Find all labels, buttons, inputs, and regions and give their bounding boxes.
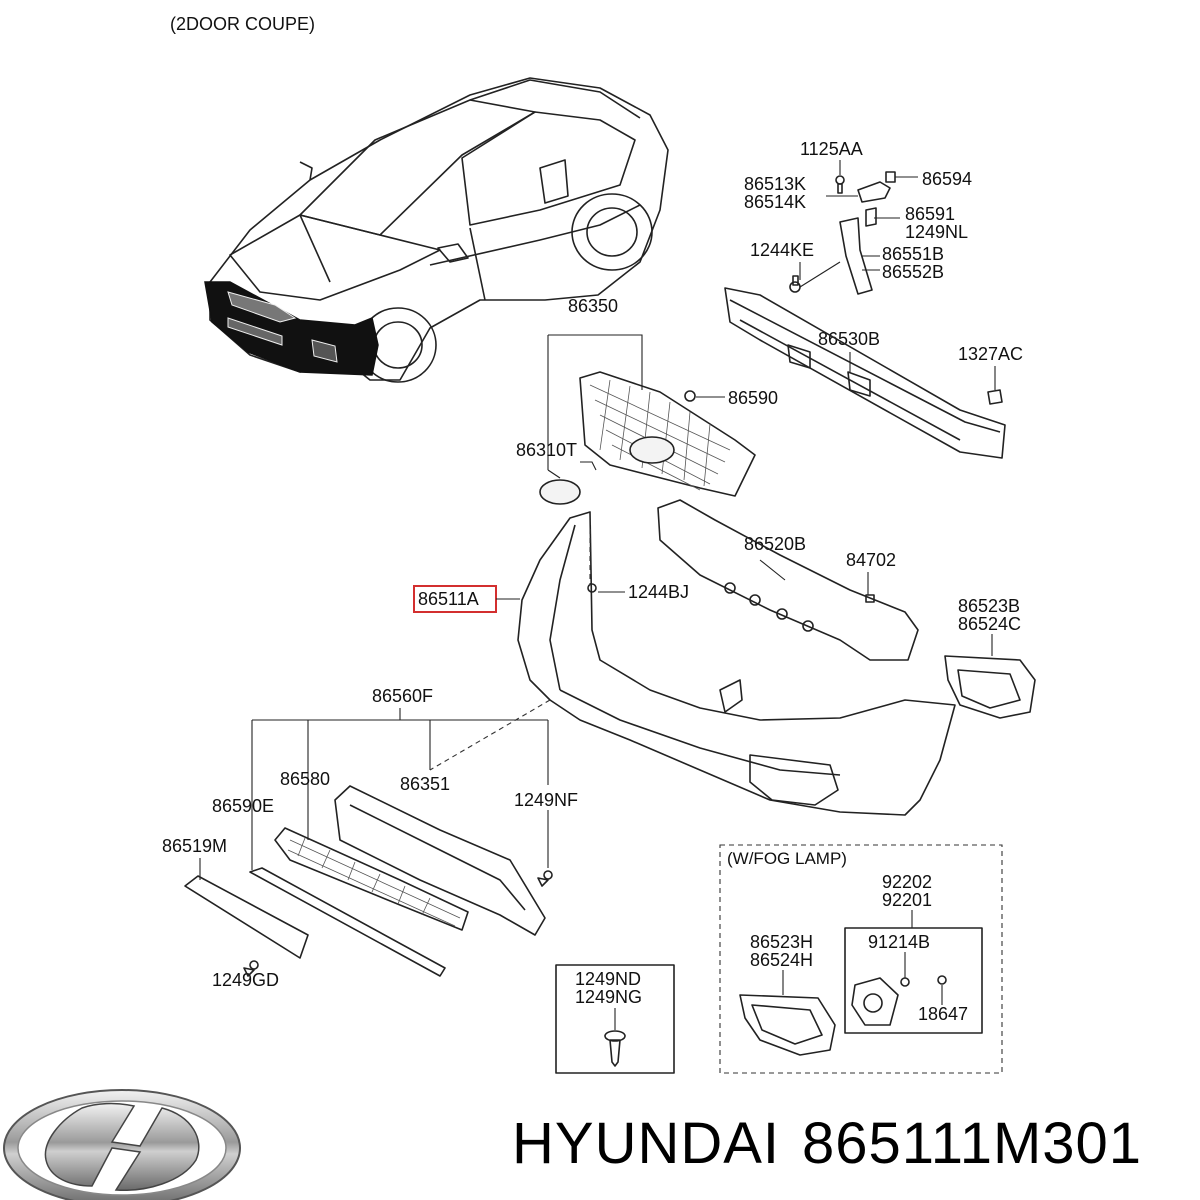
label-86310T: 86310T [516,440,577,460]
label-86351: 86351 [400,774,450,794]
brand-part-number: HYUNDAI 865111M301 [512,1110,1164,1177]
label-86560F: 86560F [372,686,433,706]
label-86552B: 86552B [882,262,944,282]
label-86594: 86594 [922,169,972,189]
energy-absorber: 86520B 84702 [657,499,919,661]
label-1249GD: 1249GD [212,970,279,990]
label-92201: 92201 [882,890,932,910]
label-86523B: 86523B [958,596,1020,616]
car-illustration [204,77,669,383]
label-86590: 86590 [728,388,778,408]
radiator-grille: 86350 86590 86310T [516,296,778,505]
bracket-assembly: 1125AA 86594 86513K 86514K 86591 1249NL … [744,139,972,295]
fog-cover-right: 86523B 86524C [944,596,1036,719]
fog-lamp-box-title: (W/FOG LAMP) [727,849,847,868]
variant-label: (2DOOR COUPE) [170,14,315,34]
label-86590E: 86590E [212,796,274,816]
label-1249ND: 1249ND [575,969,641,989]
label-86591: 86591 [905,204,955,224]
label-1249NL: 1249NL [905,222,968,242]
label-86520B: 86520B [744,534,806,554]
label-1327AC: 1327AC [958,344,1023,364]
lower-grille-set: 86560F 86580 86351 86590E 1249NF 86519M … [162,686,578,990]
label-92202: 92202 [882,872,932,892]
bumper-beam: 86530B 1327AC [724,287,1023,459]
brand-name: HYUNDAI [512,1111,781,1176]
label-1244KE: 1244KE [750,240,814,260]
label-86513K: 86513K [744,174,806,194]
label-86514K: 86514K [744,192,806,212]
label-86519M: 86519M [162,836,227,856]
label-86511A: 86511A [418,589,479,609]
part-number: 865111M301 [802,1111,1143,1176]
label-86523H: 86523H [750,932,813,952]
label-86524H: 86524H [750,950,813,970]
label-84702: 84702 [846,550,896,570]
hyundai-logo-icon [3,1089,241,1200]
label-86350: 86350 [568,296,618,316]
label-1244BJ: 1244BJ [628,582,689,602]
fog-lamp-option-box: (W/FOG LAMP) 92202 92201 91214B 18647 86… [719,844,1003,1074]
label-1125AA: 1125AA [800,139,863,159]
label-86524C: 86524C [958,614,1021,634]
label-18647: 18647 [918,1004,968,1024]
label-86580: 86580 [280,769,330,789]
label-86551B: 86551B [882,244,944,264]
label-86530B: 86530B [818,329,880,349]
label-1249NF: 1249NF [514,790,578,810]
screw-box: 1249ND 1249NG [555,964,675,1074]
bumper-cover: 86511A 1244BJ [413,511,956,816]
label-1249NG: 1249NG [575,987,642,1007]
label-91214B: 91214B [868,932,930,952]
